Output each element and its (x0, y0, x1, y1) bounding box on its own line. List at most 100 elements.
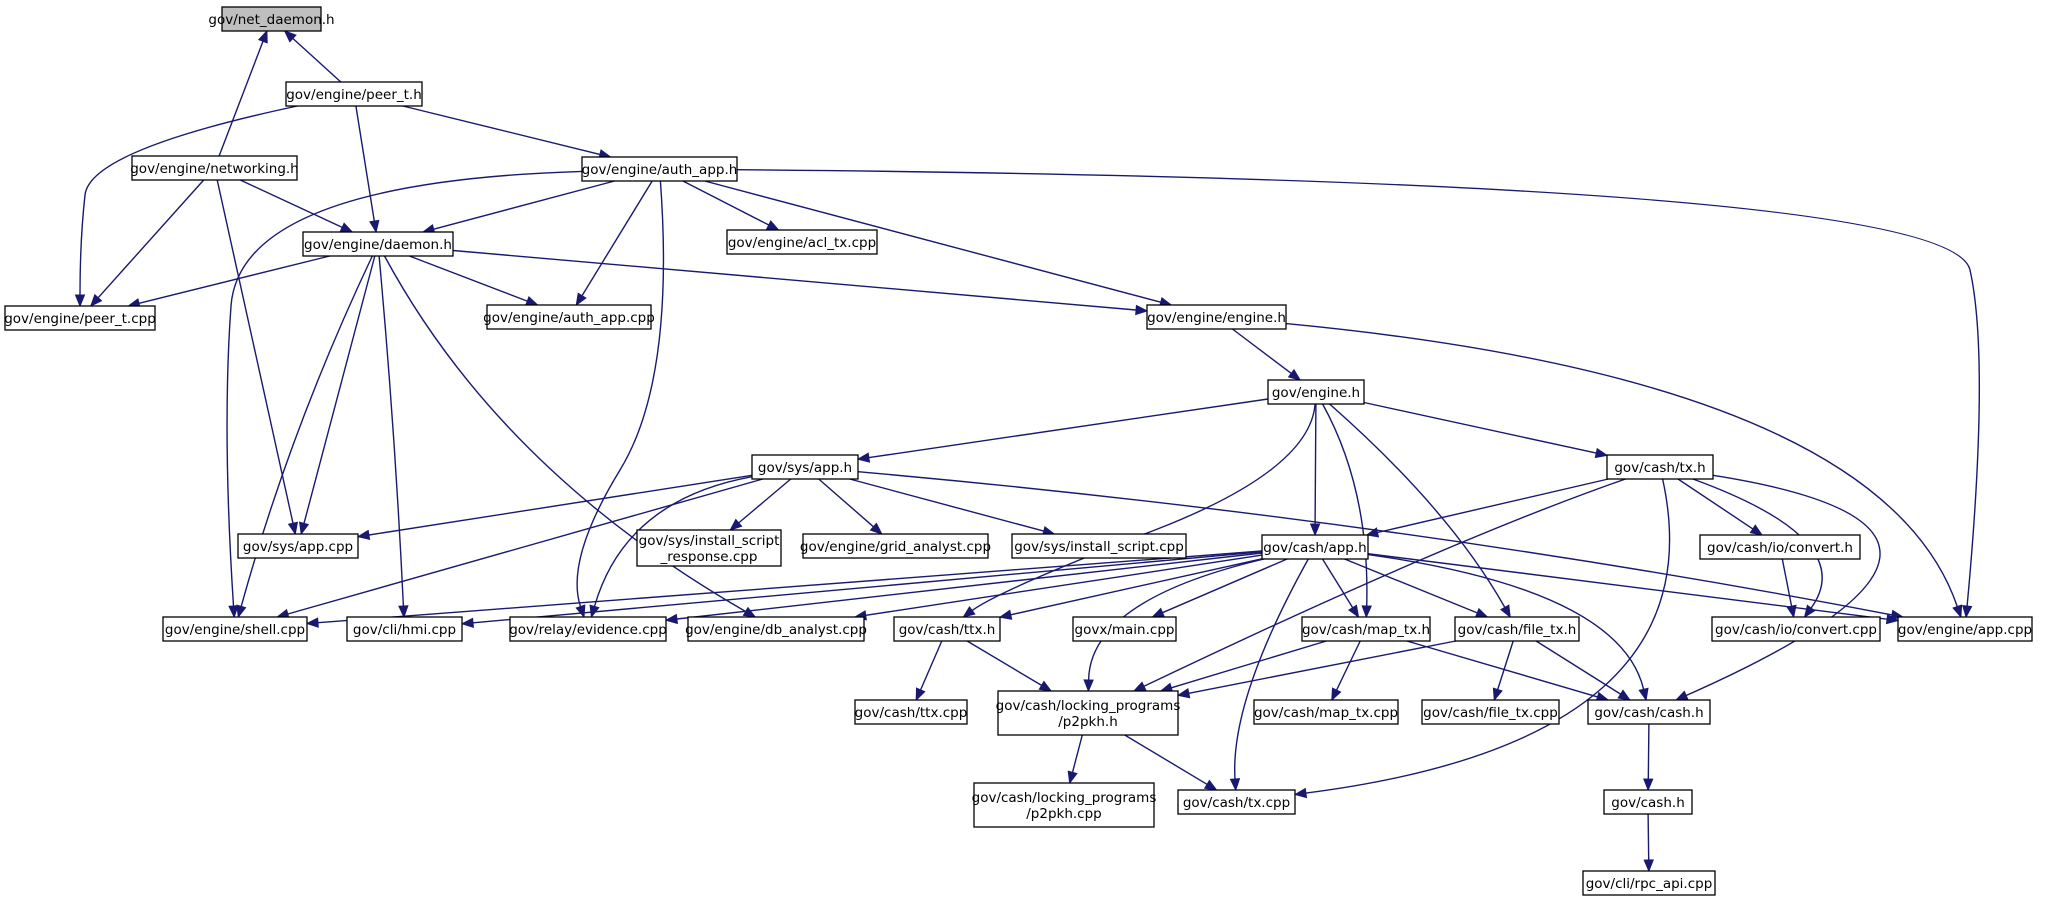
node-sys-app-h[interactable]: gov/sys/app.h (751, 454, 859, 480)
arrowhead-icon (575, 604, 586, 619)
edge-line (1647, 723, 1650, 780)
arrowhead-icon (1361, 605, 1372, 619)
node-install-script-cpp[interactable]: gov/sys/install_script.cpp (1011, 533, 1187, 559)
edge-daemon_h-to-shell_cpp (236, 255, 373, 619)
edge-line (1781, 558, 1793, 607)
edge-cash_app_h-to-db_analyst_cpp (853, 554, 1263, 621)
node-evidence-cpp[interactable]: gov/relay/evidence.cpp (509, 616, 667, 642)
node-sys-app-cpp[interactable]: gov/sys/app.cpp (237, 533, 359, 559)
edge-line (1124, 734, 1208, 785)
edge-line (1314, 403, 1317, 525)
node-daemon-h[interactable]: gov/engine/daemon.h (302, 231, 454, 257)
node-p2pkh-cpp[interactable]: gov/cash/locking_programs/p2pkh.cpp (972, 782, 1157, 828)
edge-cash_app_h-to-shell_cpp (305, 550, 1263, 628)
node-cash-tx-h[interactable]: gov/cash/tx.h (1606, 454, 1714, 480)
node-db-analyst-cpp[interactable]: gov/engine/db_analyst.cpp (685, 616, 867, 642)
node-label: gov/engine/db_analyst.cpp (685, 622, 867, 638)
node-box (346, 616, 463, 642)
edge-line (581, 180, 653, 296)
node-io-convert-cpp[interactable]: gov/cash/io/convert.cpp (1711, 616, 1881, 642)
node-auth-app-h[interactable]: gov/engine/auth_app.h (581, 156, 738, 182)
edge-line (355, 105, 375, 222)
node-grid-analyst-cpp[interactable]: gov/engine/grid_analyst.cpp (800, 533, 991, 559)
arrowhead-icon (1803, 604, 1816, 619)
edge-peer_t_h-to-auth_app_h (402, 105, 612, 160)
node-peer-t-cpp[interactable]: gov/engine/peer_t.cpp (4, 305, 156, 331)
node-cash-h[interactable]: gov/cash.h (1603, 789, 1693, 815)
node-label: gov/sys/app.h (758, 460, 852, 476)
node-peer-t-h[interactable]: gov/engine/peer_t.h (285, 81, 423, 107)
edge-cash_cash_h-to-cash_h (1643, 723, 1654, 792)
node-box (973, 782, 1155, 828)
node-auth-app-cpp[interactable]: gov/engine/auth_app.cpp (483, 304, 655, 330)
edge-peer_t_h-to-daemon_h (355, 105, 380, 234)
edge-cash_app_h-to-cash_tx_cpp (1229, 558, 1309, 792)
edge-cash_app_h-to-govx_main_cpp (1151, 558, 1288, 618)
edge-line (971, 403, 1316, 612)
node-box (1267, 379, 1365, 405)
edge-line (704, 180, 1161, 303)
edge-line (1071, 734, 1083, 773)
node-map-tx-cpp[interactable]: gov/cash/map_tx.cpp (1253, 699, 1399, 725)
edge-line (1234, 558, 1309, 780)
edge-line (1367, 553, 1888, 620)
edge-sys_app_h-to-install_script_response_cpp (729, 478, 792, 531)
arrowhead-icon (1309, 523, 1321, 537)
node-acl-tx-cpp[interactable]: gov/engine/acl_tx.cpp (726, 229, 878, 255)
node-cash-cash-h[interactable]: gov/cash/cash.h (1587, 699, 1711, 725)
node-label: gov/cash/locking_programs (996, 698, 1181, 714)
node-install-script-response-cpp[interactable]: gov/sys/install_script_response.cpp (636, 529, 782, 567)
edge-line (79, 105, 298, 296)
node-net-daemon-h[interactable]: gov/net_daemon.h (208, 6, 335, 32)
edge-engine_h-to-cash_tx_h (1363, 401, 1609, 459)
edge-line (378, 255, 405, 607)
node-networking-h[interactable]: gov/engine/networking.h (130, 155, 299, 181)
edge-cash_app_h-to-ttx_h (998, 558, 1263, 620)
node-box (1177, 789, 1296, 815)
node-engine-app-cpp[interactable]: gov/engine/app.cpp (1897, 616, 2033, 642)
node-file-tx-h[interactable]: gov/cash/file_tx.h (1454, 616, 1580, 642)
edge-line (240, 179, 343, 229)
node-govx-main-cpp[interactable]: govx/main.cpp (1072, 616, 1177, 642)
node-label: /p2pkh.cpp (1026, 806, 1102, 822)
arrowhead-icon (299, 521, 310, 536)
node-label: gov/cash/app.h (1263, 540, 1366, 556)
node-rpc-api-cpp[interactable]: gov/cli/rpc_api.cpp (1582, 870, 1716, 896)
edge-line (368, 474, 753, 536)
node-engine-engine-h[interactable]: gov/engine/engine.h (1146, 304, 1287, 330)
node-hmi-cpp[interactable]: gov/cli/hmi.cpp (346, 616, 463, 642)
edge-auth_app_h-to-auth_app_cpp (575, 180, 653, 307)
node-label: gov/cash.h (1611, 795, 1685, 811)
node-box (687, 616, 865, 642)
node-box (1011, 533, 1187, 559)
edge-cash_tx_h-to-cash_cash_h (1674, 474, 1881, 701)
node-shell-cpp[interactable]: gov/engine/shell.cpp (162, 616, 308, 642)
edge-auth_app_h-to-shell_cpp (226, 170, 583, 619)
node-io-convert-h[interactable]: gov/cash/io/convert.h (1699, 534, 1861, 560)
arrowhead-icon (765, 220, 780, 231)
node-label: gov/engine/daemon.h (304, 237, 452, 253)
edge-networking_h-to-net_daemon_h (218, 29, 268, 157)
node-cash-app-h[interactable]: gov/cash/app.h (1261, 534, 1369, 560)
arrowhead-icon (1229, 778, 1241, 792)
edge-cash_tx_h-to-io_convert_h (1677, 478, 1764, 536)
node-p2pkh-h[interactable]: gov/cash/locking_programs/p2pkh.h (996, 690, 1181, 736)
node-map-tx-h[interactable]: gov/cash/map_tx.h (1301, 616, 1431, 642)
node-ttx-cpp[interactable]: gov/cash/ttx.cpp (854, 699, 968, 725)
edge-line (849, 478, 1044, 532)
node-label: gov/engine/peer_t.h (286, 87, 422, 103)
edge-auth_app_h-to-engine_app_cpp (736, 169, 1981, 619)
arrowhead-icon (1348, 604, 1360, 619)
node-engine-h[interactable]: gov/engine.h (1267, 379, 1365, 405)
edge-line (1171, 640, 1327, 689)
edge-line (1406, 640, 1598, 698)
node-cash-tx-cpp[interactable]: gov/cash/tx.cpp (1177, 789, 1296, 815)
node-label: gov/sys/install_script.cpp (1014, 539, 1184, 555)
edge-line (226, 170, 583, 607)
node-box (636, 529, 782, 567)
node-ttx-h[interactable]: gov/cash/ttx.h (893, 616, 1001, 642)
node-box (1603, 789, 1693, 815)
node-label: gov/engine/auth_app.cpp (483, 310, 655, 326)
node-file-tx-cpp[interactable]: gov/cash/file_tx.cpp (1421, 699, 1560, 725)
